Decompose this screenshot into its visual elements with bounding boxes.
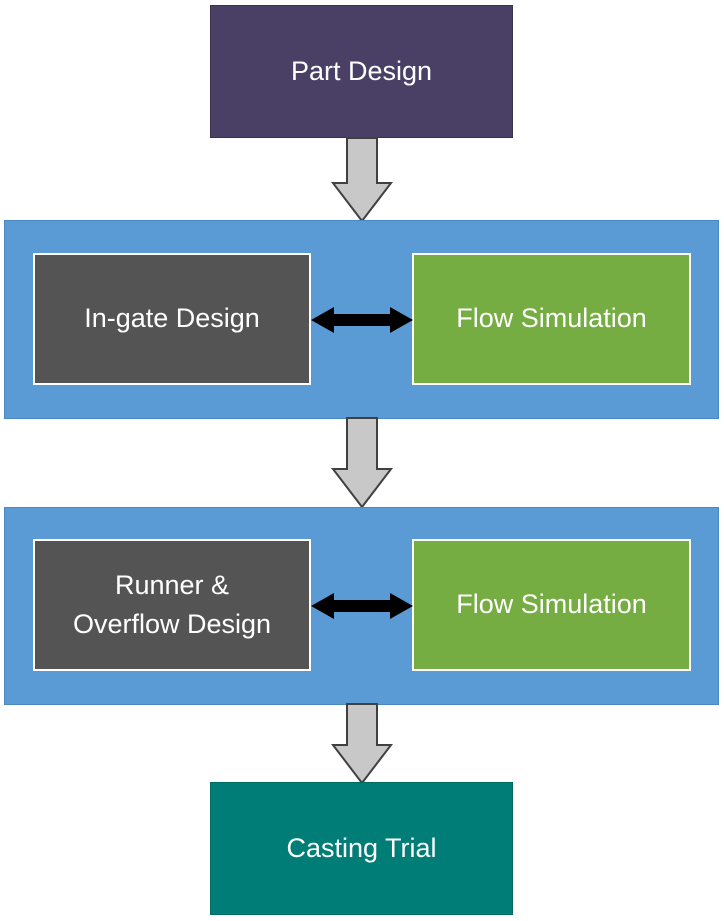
double-arrow-1 bbox=[311, 307, 413, 333]
casting-trial-label: Casting Trial bbox=[286, 832, 437, 863]
down-arrow-1 bbox=[330, 137, 394, 223]
down-arrow-2 bbox=[330, 417, 394, 509]
casting-trial-node: Casting Trial bbox=[210, 782, 513, 915]
double-arrow-2 bbox=[311, 593, 413, 619]
flow-simulation-label-2: Flow Simulation bbox=[456, 589, 647, 620]
ingate-design-node: In-gate Design bbox=[33, 253, 311, 385]
flow-simulation-node-1: Flow Simulation bbox=[412, 253, 691, 385]
runner-design-label-line2: Overflow Design bbox=[72, 609, 272, 639]
flow-simulation-node-2: Flow Simulation bbox=[412, 539, 691, 671]
down-arrow-3 bbox=[330, 703, 394, 785]
part-design-node: Part Design bbox=[210, 5, 513, 138]
runner-overflow-design-node: Runner & Overflow Design bbox=[33, 539, 311, 671]
ingate-design-label: In-gate Design bbox=[84, 303, 260, 334]
runner-design-label-line1: Runner & bbox=[114, 569, 230, 600]
flow-simulation-label-1: Flow Simulation bbox=[456, 303, 647, 334]
part-design-label: Part Design bbox=[290, 55, 433, 86]
